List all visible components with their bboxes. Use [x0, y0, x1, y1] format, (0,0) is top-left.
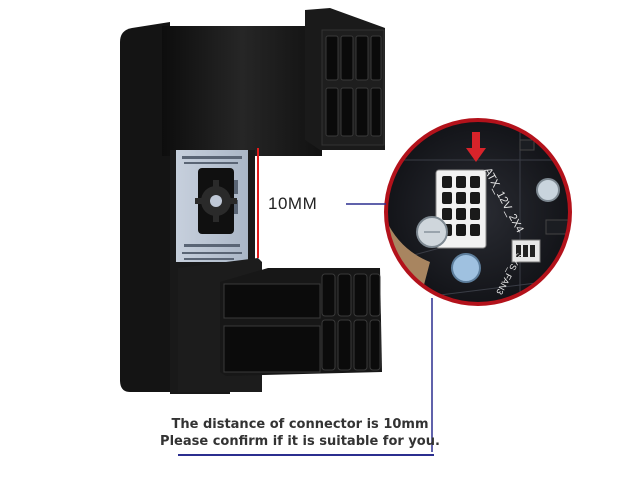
- capacitor: [416, 216, 448, 248]
- bottom-connector: [220, 268, 382, 376]
- fan-header: [511, 239, 541, 263]
- caption-underline: [178, 454, 434, 456]
- atx-socket: [435, 169, 487, 249]
- motherboard-inset: ATX_12V_2X4 SYS_FAN3: [384, 118, 572, 306]
- top-connector: [305, 8, 385, 150]
- arrow-down-icon: [466, 132, 486, 162]
- caption-line-2: Please confirm if it is suitable for you…: [160, 434, 440, 449]
- dimension-label: 10MM: [268, 194, 318, 213]
- adapter-sticker: [176, 150, 248, 268]
- caption-line-1: The distance of connector is 10mm: [171, 417, 429, 432]
- caption: The distance of connector is 10mm Please…: [150, 416, 450, 450]
- capacitor: [536, 178, 560, 202]
- capacitor: [451, 253, 481, 283]
- callout-lines: [346, 203, 433, 452]
- gear-icon: [195, 168, 237, 234]
- power-adapter: [120, 8, 385, 394]
